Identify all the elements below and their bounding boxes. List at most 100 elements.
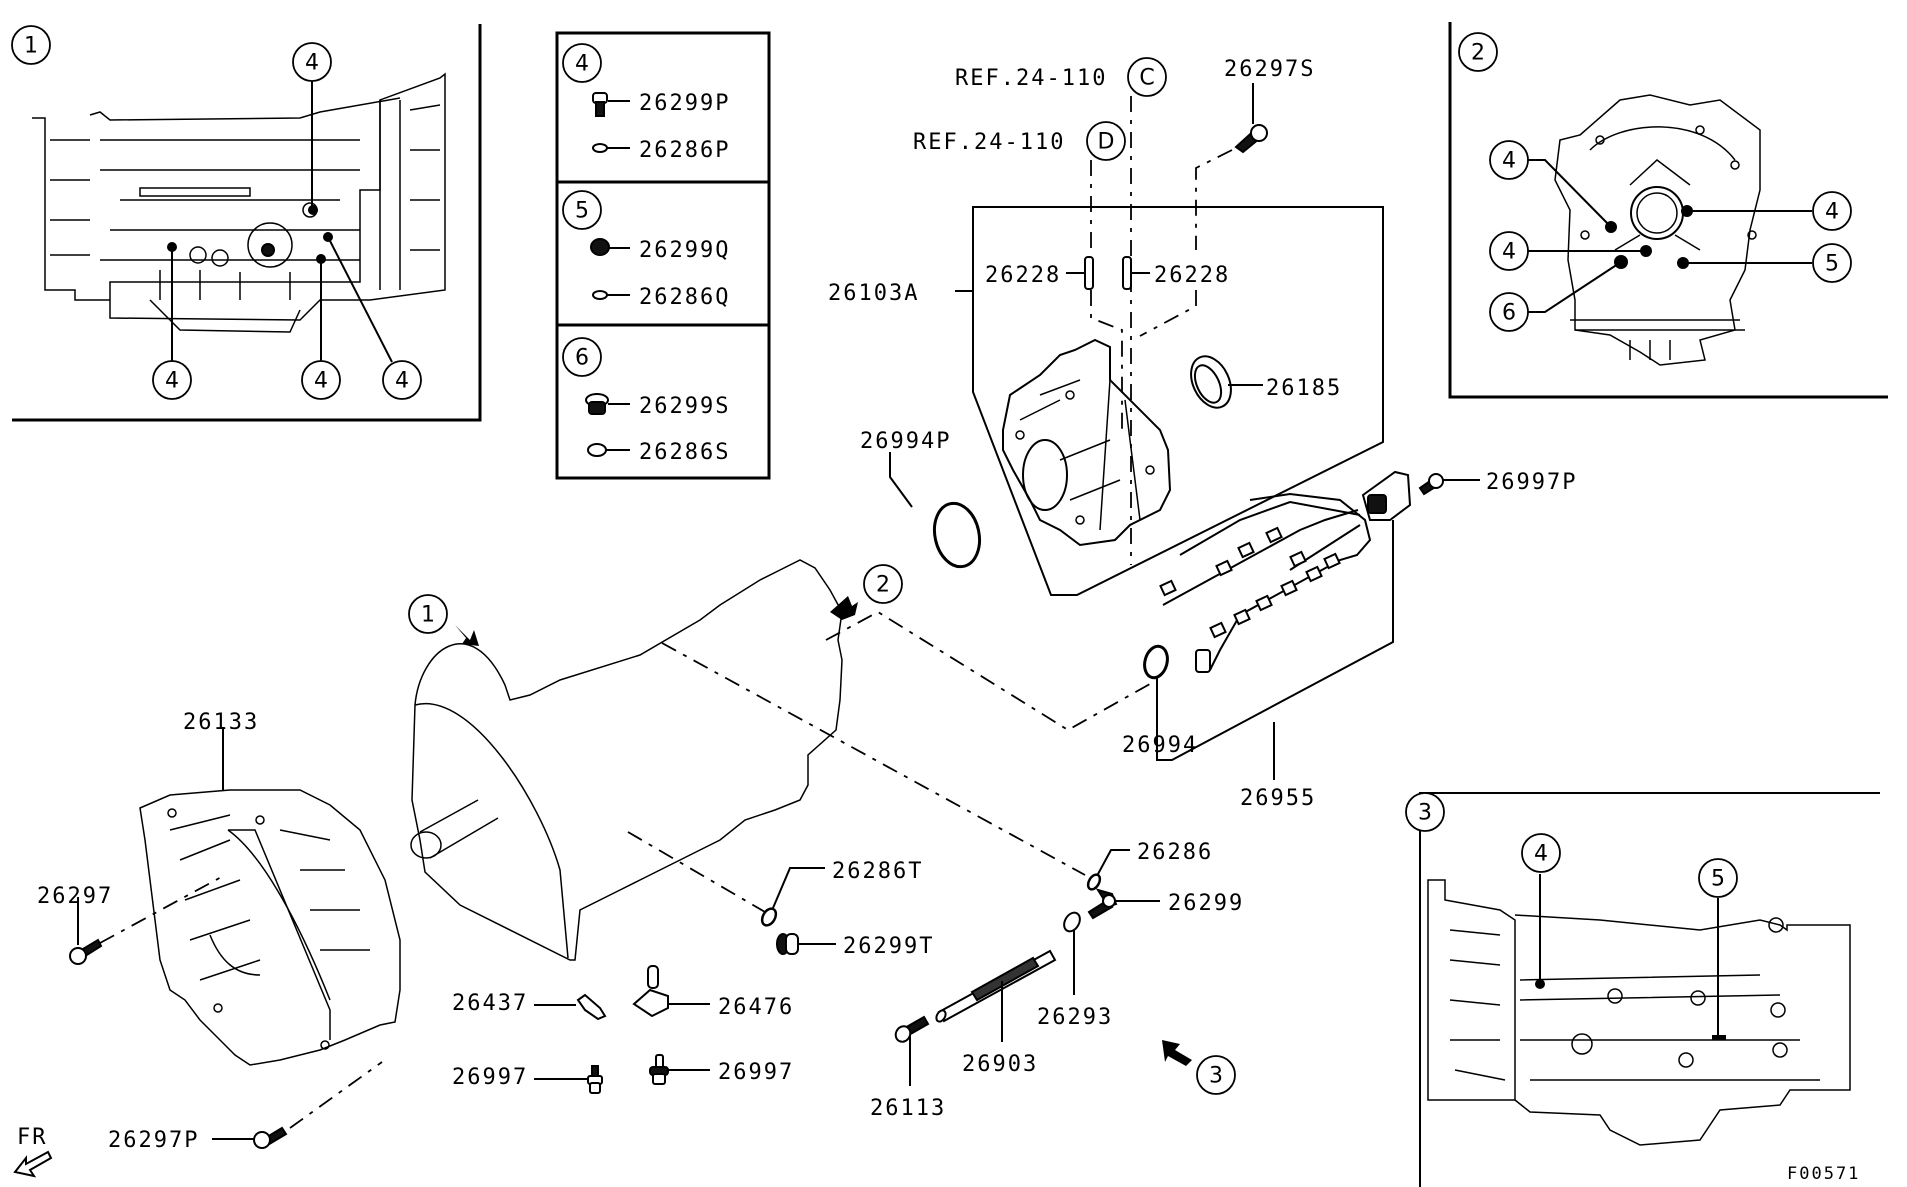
callout-4: 4 (1489, 140, 1529, 180)
bolt-26997P: 26997P (1418, 470, 1577, 496)
reference-circle-d: D (1098, 130, 1115, 155)
svg-text:5: 5 (1711, 867, 1725, 892)
part-label-26994[interactable]: 26994 (1122, 733, 1198, 758)
plug-legend-table: 4 26299P 26286P 5 26299Q 26286Q (555, 31, 771, 480)
part-label-26997[interactable]: 26997 (452, 1065, 528, 1090)
svg-text:4: 4 (314, 369, 328, 394)
plug-26299T: 26299T (776, 933, 934, 959)
inset-1-frame (12, 24, 482, 422)
part-label-26299T[interactable]: 26299T (843, 934, 934, 959)
transmission-case-drawing (410, 559, 1158, 961)
case-assembly-26103A: 26103A 26228 26228 26185 (828, 206, 1384, 596)
view-arrow-icon (1162, 1040, 1192, 1066)
callout-4: 4 (1521, 833, 1561, 873)
front-label: FR (17, 1125, 48, 1150)
svg-text:5: 5 (1825, 252, 1839, 277)
callout-4: 4 (1812, 191, 1852, 231)
front-orientation-indicator: FR (13, 1125, 53, 1178)
inset-1-id-text: 1 (24, 34, 38, 59)
bolt-26997-left: 26997 (452, 1065, 603, 1094)
bolt-26297P: 26297P (108, 1061, 383, 1153)
svg-text:1: 1 (421, 603, 435, 628)
part-label-26437[interactable]: 26437 (452, 991, 528, 1016)
bolt-26297S: 26297S (1139, 57, 1315, 337)
inset-2-id-text: 2 (1471, 41, 1485, 66)
part-label-26228[interactable]: 26228 (1154, 263, 1230, 288)
inset-view-1: 1 4 4 4 4 (11, 24, 482, 422)
front-arrow-icon (13, 1150, 53, 1178)
plug-cap-icon (590, 238, 610, 256)
svg-text:6: 6 (575, 346, 589, 371)
legend-row-6: 6 26299S 26286S (562, 337, 730, 465)
part-label-26299P[interactable]: 26299P (639, 91, 730, 116)
part-label-26299S[interactable]: 26299S (639, 394, 730, 419)
view-arrow-2: 2 (830, 564, 903, 620)
gasket-ring-icon (592, 290, 608, 300)
callout-4: 4 (152, 360, 192, 400)
plug-large-cap-icon (585, 393, 609, 415)
callout-6: 6 (1489, 292, 1529, 332)
part-label-26228[interactable]: 26228 (985, 263, 1061, 288)
inset-view-2: 2 4 4 4 5 6 (1448, 22, 1888, 399)
reference-label[interactable]: REF.24-110 (913, 130, 1065, 155)
gasket-ring-icon (592, 143, 608, 153)
callout-5: 5 (1698, 858, 1738, 898)
clip-26437: 26437 (452, 991, 607, 1021)
view-arrow-1: 1 (408, 594, 479, 646)
reference-d: REF.24-110 D (913, 121, 1126, 430)
view-arrow-3: 3 (1162, 1040, 1236, 1095)
part-label-26286[interactable]: 26286 (1137, 840, 1213, 865)
part-label-26286S[interactable]: 26286S (639, 440, 730, 465)
part-label-26297P[interactable]: 26297P (108, 1128, 199, 1153)
callout-4: 4 (301, 360, 341, 400)
sensor-26476: 26476 (632, 965, 794, 1020)
part-label-26286T[interactable]: 26286T (832, 859, 923, 884)
part-label-26299Q[interactable]: 26299Q (639, 238, 730, 263)
part-label-26103A[interactable]: 26103A (828, 281, 919, 306)
svg-text:4: 4 (575, 52, 589, 77)
svg-text:4: 4 (305, 51, 319, 76)
plug-bolt-icon (592, 92, 608, 117)
part-label-26476[interactable]: 26476 (718, 995, 794, 1020)
part-label-26297[interactable]: 26297 (37, 884, 113, 909)
dowel-pin-icon (1122, 256, 1132, 290)
part-label-26955[interactable]: 26955 (1240, 786, 1316, 811)
reference-circle-c: C (1139, 66, 1154, 91)
part-label-26903[interactable]: 26903 (962, 1052, 1038, 1077)
svg-text:3: 3 (1209, 1064, 1223, 1089)
part-label-26994P[interactable]: 26994P (860, 429, 951, 454)
svg-text:5: 5 (575, 199, 589, 224)
svg-text:4: 4 (165, 369, 179, 394)
inset-3-id-text: 3 (1418, 801, 1432, 826)
part-label-26293[interactable]: 26293 (1037, 1005, 1113, 1030)
svg-text:4: 4 (1502, 149, 1516, 174)
legend-row-5: 5 26299Q 26286Q (562, 190, 730, 310)
callout-4: 4 (292, 42, 332, 82)
view-arrow-icon (830, 596, 858, 620)
dowel-pin-icon (1084, 256, 1094, 290)
oil-seal-26185: 26185 (1190, 355, 1342, 409)
callout-4: 4 (382, 360, 422, 400)
transmission-rear-view-drawing (1554, 94, 1761, 366)
inset-1-id-badge: 1 (11, 25, 51, 65)
bolt-26997-right: 26997 (649, 1054, 794, 1085)
seal-26293: 26293 (1037, 911, 1113, 1030)
part-label-26113[interactable]: 26113 (870, 1096, 946, 1121)
figure-id-label: F00571 (1787, 1164, 1860, 1184)
extension-housing-drawing (1002, 338, 1172, 547)
part-label-26997P[interactable]: 26997P (1486, 470, 1577, 495)
transmission-side-view-drawing (1427, 879, 1851, 1146)
part-label-26299[interactable]: 26299 (1168, 891, 1244, 916)
part-label-26286Q[interactable]: 26286Q (639, 285, 730, 310)
part-label-26133[interactable]: 26133 (183, 710, 259, 735)
part-label-26997[interactable]: 26997 (718, 1060, 794, 1085)
part-label-26185[interactable]: 26185 (1266, 376, 1342, 401)
inset-3-frame (1419, 792, 1880, 1187)
part-label-26297S[interactable]: 26297S (1224, 57, 1315, 82)
o-ring-26994: 26994 (1122, 644, 1198, 758)
callout-4: 4 (1489, 231, 1529, 271)
reference-label[interactable]: REF.24-110 (955, 66, 1107, 91)
reference-c: REF.24-110 C (955, 57, 1167, 565)
part-label-26286P[interactable]: 26286P (639, 138, 730, 163)
